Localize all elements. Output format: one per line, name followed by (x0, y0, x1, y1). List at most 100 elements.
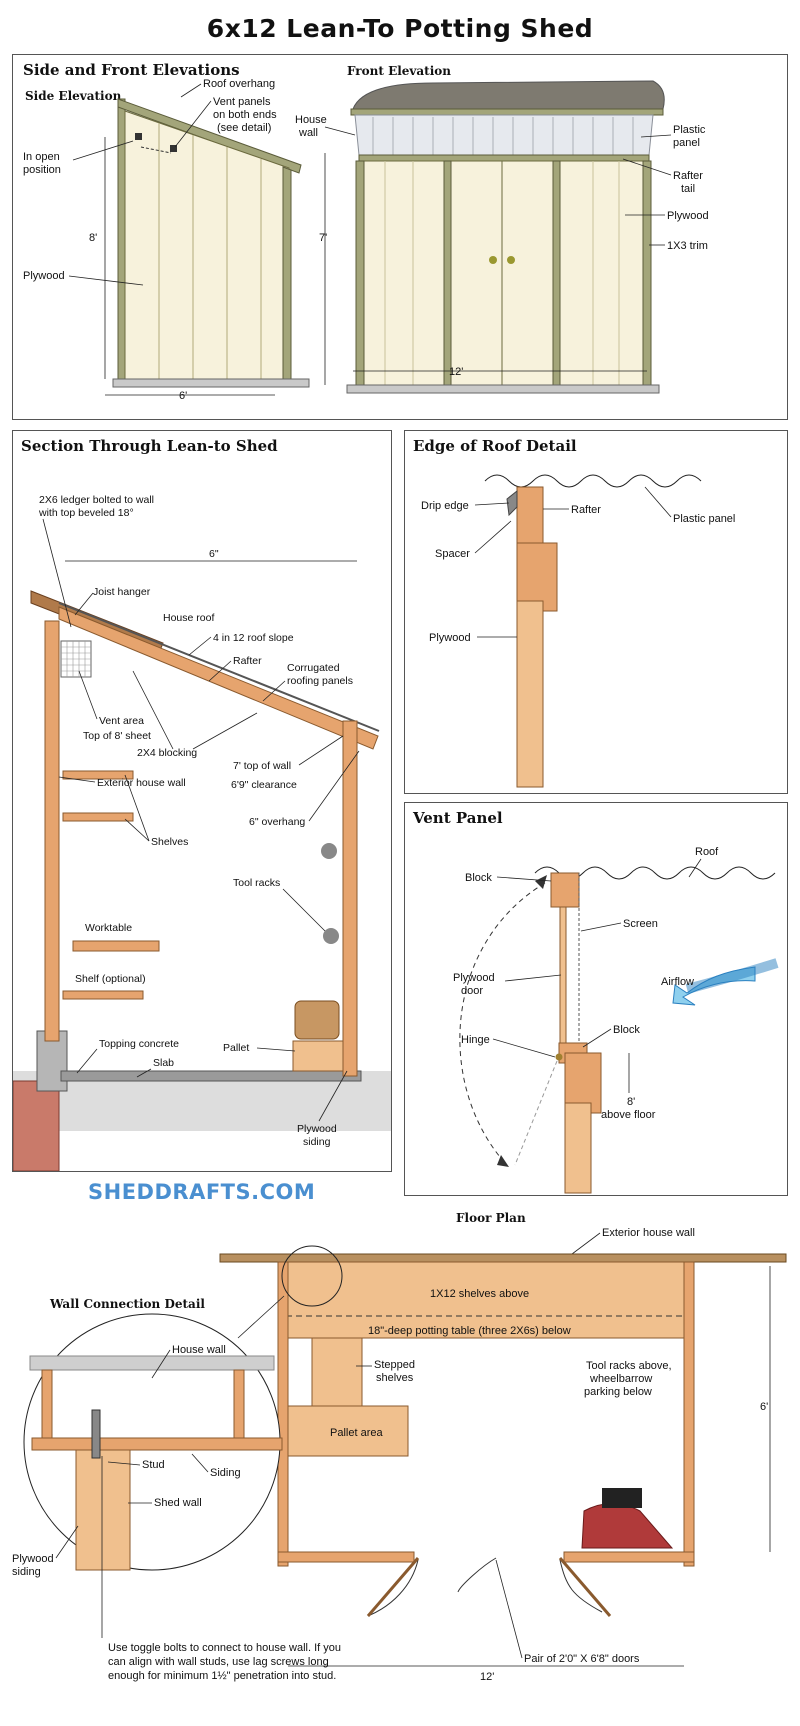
detail-toggle-bolt (91, 1409, 101, 1459)
label-clearance: 6'9" clearance (231, 779, 297, 791)
fp-house-wall (219, 1253, 787, 1263)
detail-siding-strip (31, 1437, 283, 1451)
hinge (555, 1053, 563, 1061)
shelf-top (62, 770, 134, 780)
label-airflow: Airflow (661, 976, 694, 988)
label-rafter-1: Rafter (673, 170, 703, 182)
label-roof-slope: 4 in 12 roof slope (213, 632, 294, 644)
front-trim-left (355, 160, 365, 388)
label-vent-panels-3: (see detail) (217, 122, 271, 134)
front-trim-door-left (443, 160, 452, 388)
label-doors: Pair of 2'0" X 6'8" doors (524, 1653, 640, 1665)
label-block-bottom: Block (613, 1024, 640, 1036)
spacer-edge (516, 542, 558, 612)
label-vent-area: Vent area (99, 715, 144, 727)
plastic-panel (354, 114, 654, 156)
section-panel: Section Through Lean-to Shed 2X6 ledger … (12, 430, 392, 1172)
dim-side-width: 6' (179, 390, 187, 402)
label-detail-stud: Stud (142, 1459, 165, 1471)
front-elevation-title: Front Elevation (347, 64, 451, 78)
label-blocking: 2X4 blocking (137, 747, 197, 759)
sandbags (294, 1000, 340, 1040)
label-front-plywood: Plywood (667, 210, 709, 222)
label-ledger-2: with top beveled 18° (38, 507, 134, 519)
label-shelves: Shelves (151, 836, 188, 848)
label-rafter-2: tail (681, 183, 695, 195)
fp-left-wall (277, 1261, 289, 1567)
fp-stepped-shelves (311, 1337, 363, 1409)
door-swing-right (559, 1559, 603, 1613)
vent-drawing: Roof Block Screen Plywood door Airflow H… (453, 846, 779, 1194)
vent-panel: Vent Panel Roof Block Screen Plywood doo… (404, 802, 788, 1196)
label-edge-plastic: Plastic panel (673, 513, 735, 525)
label-tool-racks: Tool racks (233, 877, 280, 889)
elevations-drawing: Side Elevation Roof overhang Vent panels… (23, 64, 709, 402)
label-pallet: Pallet (223, 1042, 249, 1054)
house-roof (352, 80, 665, 110)
front-trim-right (642, 160, 652, 388)
roof-fascia (350, 108, 664, 116)
side-elevation-title: Side Elevation (25, 89, 122, 103)
label-block-top: Block (465, 872, 492, 884)
side-post-left (117, 98, 126, 386)
edge-heading: Edge of Roof Detail (413, 437, 577, 455)
label-height-1: 8' (627, 1096, 635, 1108)
label-ledger-1: 2X6 ledger bolted to wall (39, 494, 154, 506)
label-pallet-area: Pallet area (330, 1427, 383, 1439)
door-knob-right (507, 256, 515, 264)
dim-fp-width: 12' (480, 1671, 494, 1683)
front-plywood-wall (358, 160, 650, 386)
vent-heading: Vent Panel (413, 809, 503, 827)
label-ply-siding-2: siding (303, 1136, 331, 1148)
label-plastic-2: panel (673, 137, 700, 149)
dim-side-height: 8' (89, 232, 97, 244)
brick-foundation (13, 1080, 60, 1171)
side-foundation (112, 378, 310, 388)
page-title: 6x12 Lean-To Potting Shed (206, 14, 594, 43)
corrugated-panel-line (58, 602, 380, 732)
label-overhang: 6" overhang (249, 816, 305, 828)
exterior-house-wall (44, 620, 60, 1042)
dim-section-width: 6" (209, 548, 219, 560)
elevations-heading: Side and Front Elevations (23, 61, 240, 79)
label-ply-door-2: door (461, 985, 483, 997)
tool-rack-lower (323, 928, 339, 944)
label-height-2: above floor (601, 1109, 656, 1121)
edge-panel: Edge of Roof Detail Drip edge Rafter Pla… (404, 430, 788, 794)
block-top (550, 872, 580, 908)
label-detail-house-wall: House wall (172, 1344, 226, 1356)
fp-front-wall-right (563, 1551, 695, 1563)
detail-callout-circle (281, 1245, 343, 1307)
door-knob-left (489, 256, 497, 264)
pallet (292, 1040, 344, 1072)
label-ply-siding-1: Plywood (297, 1123, 337, 1135)
fp-pallet-area (287, 1405, 409, 1457)
front-trim-door-right (552, 160, 561, 388)
detail-house-wall-band (29, 1355, 275, 1371)
watermark-logo: SHEDDRAFTS.COM (88, 1180, 316, 1204)
label-shelves-above: 1X12 shelves above (430, 1288, 529, 1300)
label-stepped-1: Stepped (374, 1359, 415, 1371)
vent-panel-right (170, 145, 177, 152)
label-corrugated-1: Corrugated (287, 662, 340, 674)
label-detail-siding: Siding (210, 1467, 241, 1479)
dim-fp-depth: 6' (760, 1401, 768, 1413)
floorplan-section: Floor Plan Exterior house wall 1X12 shel… (12, 1206, 788, 1722)
label-tool-3: parking below (584, 1386, 652, 1398)
label-note-3: enough for minimum 1½" penetration into … (108, 1670, 336, 1682)
label-vent-panels-2: on both ends (213, 109, 277, 121)
label-tool-1: Tool racks above, (586, 1360, 672, 1372)
floorplan-drawing: Floor Plan Exterior house wall 1X12 shel… (12, 1211, 787, 1683)
fp-right-wall (683, 1261, 695, 1567)
label-vent-panels-1: Vent panels (213, 96, 271, 108)
optional-shelf (62, 990, 144, 1000)
wall-plywood (564, 1102, 592, 1194)
label-tool-2: wheelbarrow (589, 1373, 652, 1385)
elevations-panel: Side and Front Elevations Side Elevation… (12, 54, 788, 420)
door-open-position (514, 1060, 558, 1166)
label-top-wall: 7' top of wall (233, 760, 291, 772)
vent-panel-left (135, 133, 142, 140)
detail-heading: Wall Connection Detail (49, 1297, 205, 1311)
label-ext-wall: Exterior house wall (97, 777, 186, 789)
label-corrugated-2: roofing panels (287, 675, 353, 687)
